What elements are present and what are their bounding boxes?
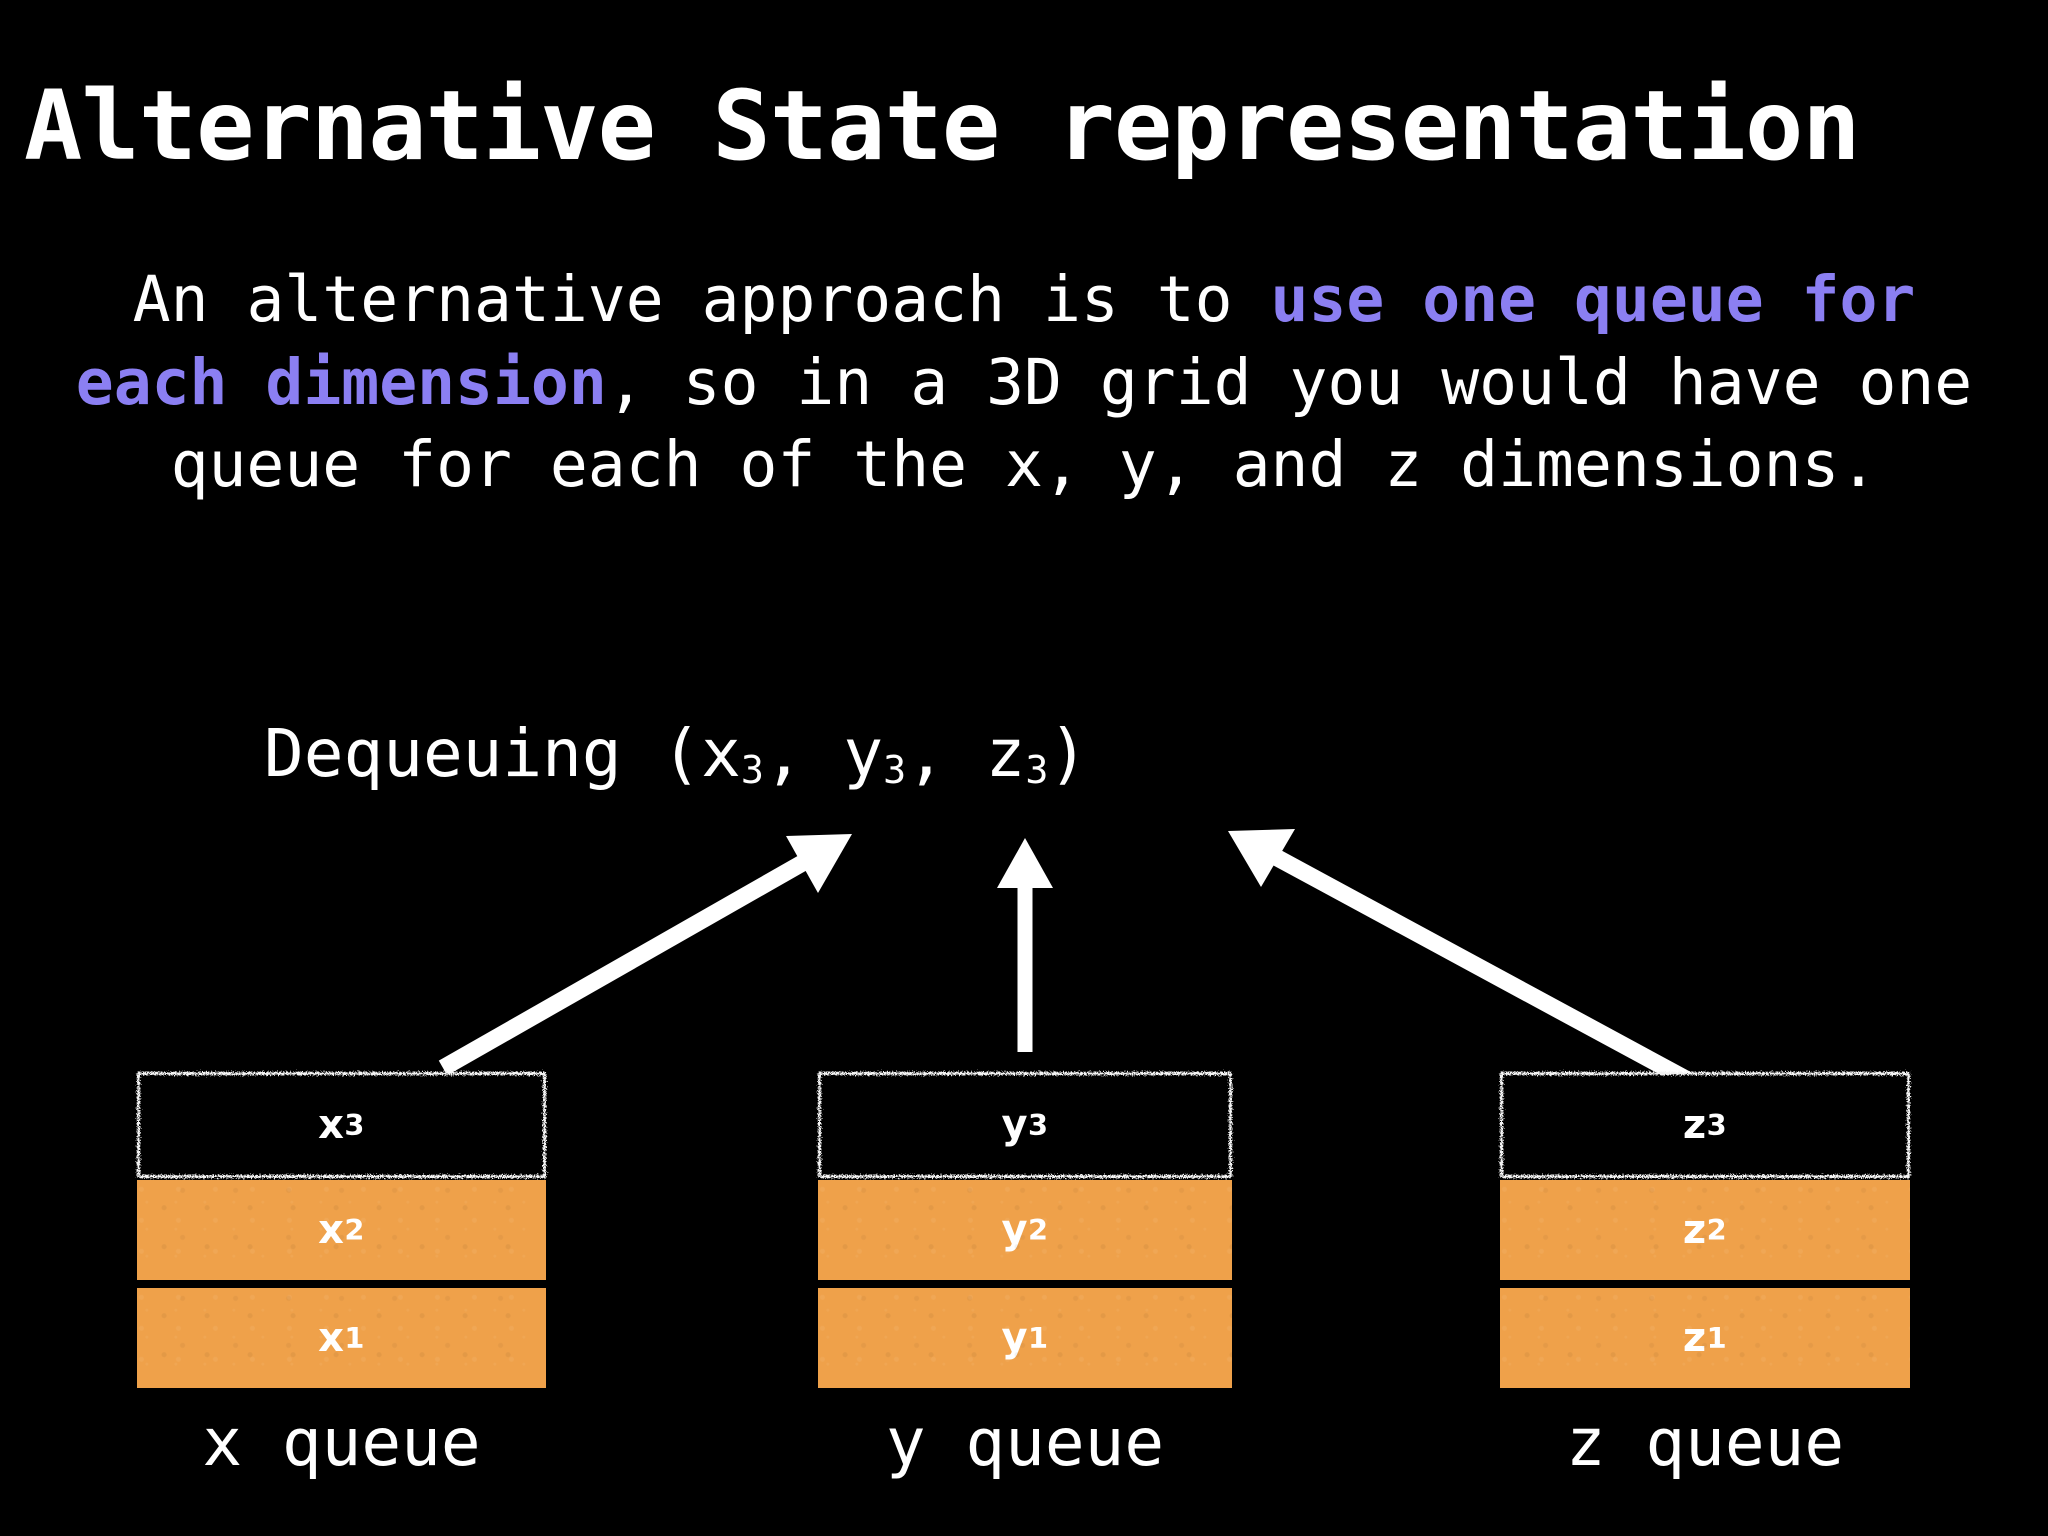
- queue-x-cell-3-sub: 3: [344, 1108, 365, 1142]
- queue-y-cell-1-base: y: [1001, 1315, 1029, 1361]
- queue-y-cell-2-sub: 2: [1028, 1213, 1049, 1247]
- queue-x-cell-2-sub: 2: [344, 1213, 365, 1247]
- dequeue-mid1: , y: [763, 715, 884, 792]
- queue-x-label: x queue: [202, 1404, 481, 1481]
- dequeue-mid2: , z: [906, 715, 1026, 792]
- arrow-to-z-queue-icon: [1228, 829, 1702, 1093]
- queue-z-cell-2-sub: 2: [1706, 1213, 1728, 1247]
- queue-y-cell-1-sub: 1: [1028, 1321, 1049, 1355]
- arrow-to-x-queue-icon: [438, 834, 852, 1076]
- queue-y-cell-3-base: y: [1001, 1102, 1029, 1148]
- queue-z-cell-3-base: z: [1682, 1102, 1707, 1148]
- dequeue-sub-x: 3: [740, 747, 764, 793]
- queue-y-label: y queue: [885, 1404, 1165, 1481]
- queue-y-cell-3[interactable]: [818, 1072, 1232, 1178]
- body-text-part2: , so in a 3D grid you would have one que…: [170, 345, 1973, 502]
- queue-x-cell-1-base: x: [318, 1315, 345, 1361]
- dequeue-sub-z: 3: [1025, 747, 1049, 793]
- queue-x-cell-3[interactable]: [137, 1072, 546, 1178]
- dequeue-prefix: Dequeuing (x: [264, 715, 741, 792]
- body-highlight: use one queue for each dimension: [75, 263, 1916, 419]
- body-text-part1: An alternative approach is to: [132, 263, 1271, 336]
- queue-y-cell-2-base: y: [1001, 1207, 1029, 1253]
- queue-z-cell-1-sub: 1: [1706, 1321, 1728, 1355]
- queue-x-cell-1-sub: 1: [344, 1321, 365, 1355]
- queue-z-cell-3[interactable]: [1500, 1072, 1910, 1178]
- queue-y-cell-3-sub: 3: [1028, 1108, 1049, 1142]
- body-paragraph: An alternative approach is to use one qu…: [60, 259, 1988, 507]
- queue-z-cell-1-base: z: [1682, 1315, 1707, 1361]
- arrow-to-y-queue-icon: [997, 838, 1053, 1052]
- queue-z-label: z queue: [1565, 1404, 1845, 1481]
- dequeue-sub-y: 3: [883, 747, 907, 793]
- queue-x-cell-2-base: x: [318, 1207, 345, 1253]
- dequeue-caption: Dequeuing (x3, y3, z3): [264, 714, 1088, 794]
- queue-x-cell-3-base: x: [318, 1102, 345, 1148]
- queue-z-cell-2-base: z: [1682, 1207, 1707, 1253]
- dequeue-suffix: ): [1048, 715, 1089, 792]
- page-title: Alternative State representation: [24, 70, 1861, 183]
- queue-z-cell-3-sub: 3: [1706, 1108, 1728, 1142]
